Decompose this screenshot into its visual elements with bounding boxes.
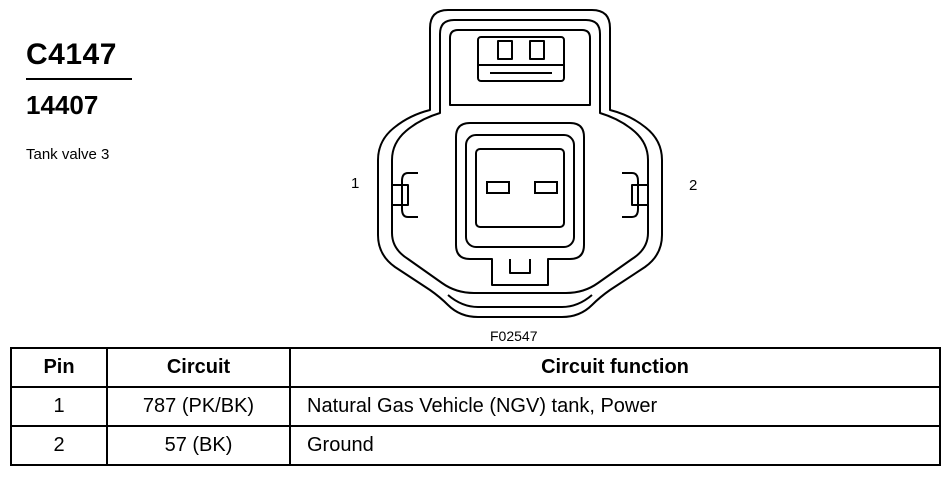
pinout-table: Pin Circuit Circuit function 1 787 (PK/B… [10,347,941,466]
lock-tab-slot [497,40,513,60]
terminal-cavity [465,134,575,248]
circuit-function-cell: Ground [289,425,941,466]
housing-skirt [447,294,593,308]
pin-cell: 2 [10,425,108,466]
lock-tab-slot [529,40,545,60]
part-number: 14407 [26,90,99,120]
pin-label-1: 1 [351,175,360,192]
header-pin: Pin [10,347,108,388]
table-header-row: Pin Circuit Circuit function [10,347,941,388]
connector-description: Tank valve 3 [26,146,110,163]
left-rib [401,172,418,218]
connector-id-underline [26,78,132,80]
circuit-cell: 57 (BK) [106,425,291,466]
table-row: 1 787 (PK/BK) Natural Gas Vehicle (NGV) … [10,386,941,427]
circuit-function-cell: Natural Gas Vehicle (NGV) tank, Power [289,386,941,427]
header-circuit-function: Circuit function [289,347,941,388]
circuit-cell: 787 (PK/BK) [106,386,291,427]
pin-label-2: 2 [689,177,698,194]
lock-tab-frame [449,29,591,106]
header-circuit: Circuit [106,347,291,388]
terminal-pin-1 [486,181,510,194]
lock-tab [477,36,565,82]
left-rib [392,184,409,206]
housing-outline [377,9,663,318]
right-rib [631,184,648,206]
terminal-cavity-frame [455,122,585,286]
pin-cell: 1 [10,386,108,427]
connector-face-drawing [377,9,663,318]
terminal-pin-2 [534,181,558,194]
table-row: 2 57 (BK) Ground [10,425,941,466]
housing-inner-outline [391,19,649,294]
right-rib [622,172,639,218]
figure-code: F02547 [490,328,538,344]
keying-notch [509,259,531,274]
connector-id: C4147 [26,38,117,71]
terminal-insert [475,148,565,228]
